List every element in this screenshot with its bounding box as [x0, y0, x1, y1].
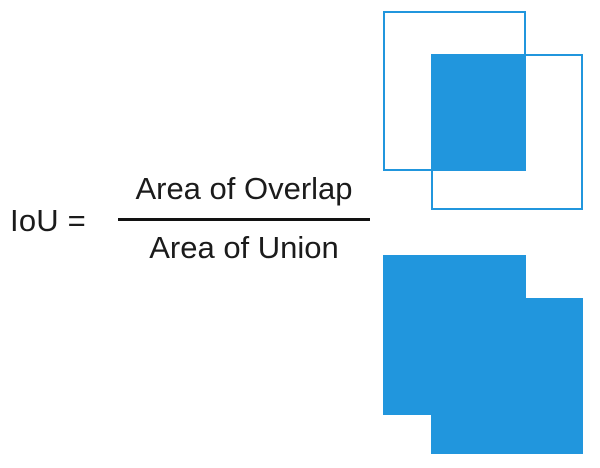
- intersection-illustration: [380, 8, 592, 213]
- fraction: Area of Overlap Area of Union: [118, 168, 370, 269]
- intersection-fill-icon: [432, 55, 525, 170]
- iou-label: IoU =: [10, 203, 86, 238]
- union-region-b-icon: [431, 298, 583, 454]
- fraction-bar: [118, 218, 370, 221]
- box-a-outline-icon: [383, 11, 526, 171]
- fraction-denominator: Area of Union: [149, 230, 339, 265]
- fraction-numerator: Area of Overlap: [135, 171, 353, 206]
- union-illustration: [380, 252, 592, 462]
- iou-formula: IoU = Area of Overlap Area of Union: [10, 168, 370, 269]
